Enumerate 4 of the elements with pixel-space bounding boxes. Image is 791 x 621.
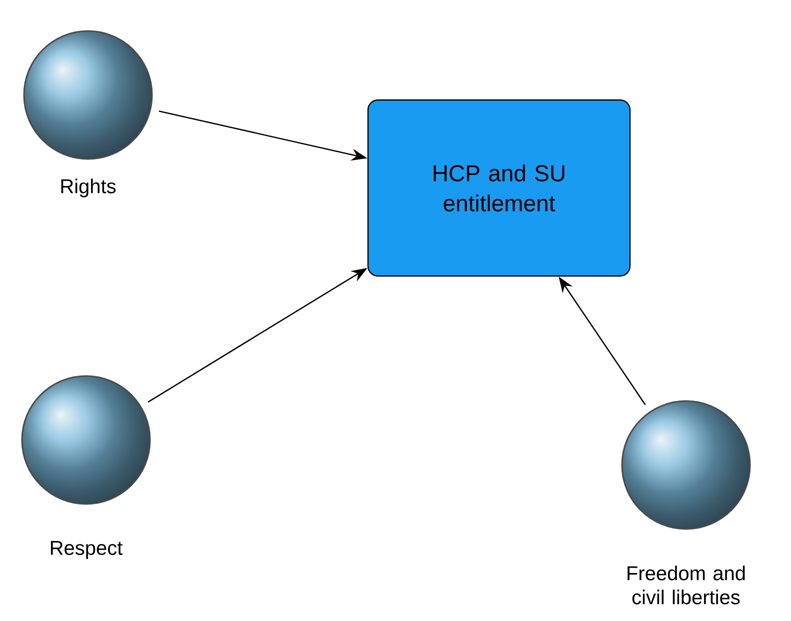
process-box: HCP and SU entitlement bbox=[367, 99, 631, 277]
node-label: Respect bbox=[50, 541, 123, 559]
node-label: Rights bbox=[61, 178, 116, 198]
node-label: Freedom and civil liberties bbox=[628, 566, 745, 604]
